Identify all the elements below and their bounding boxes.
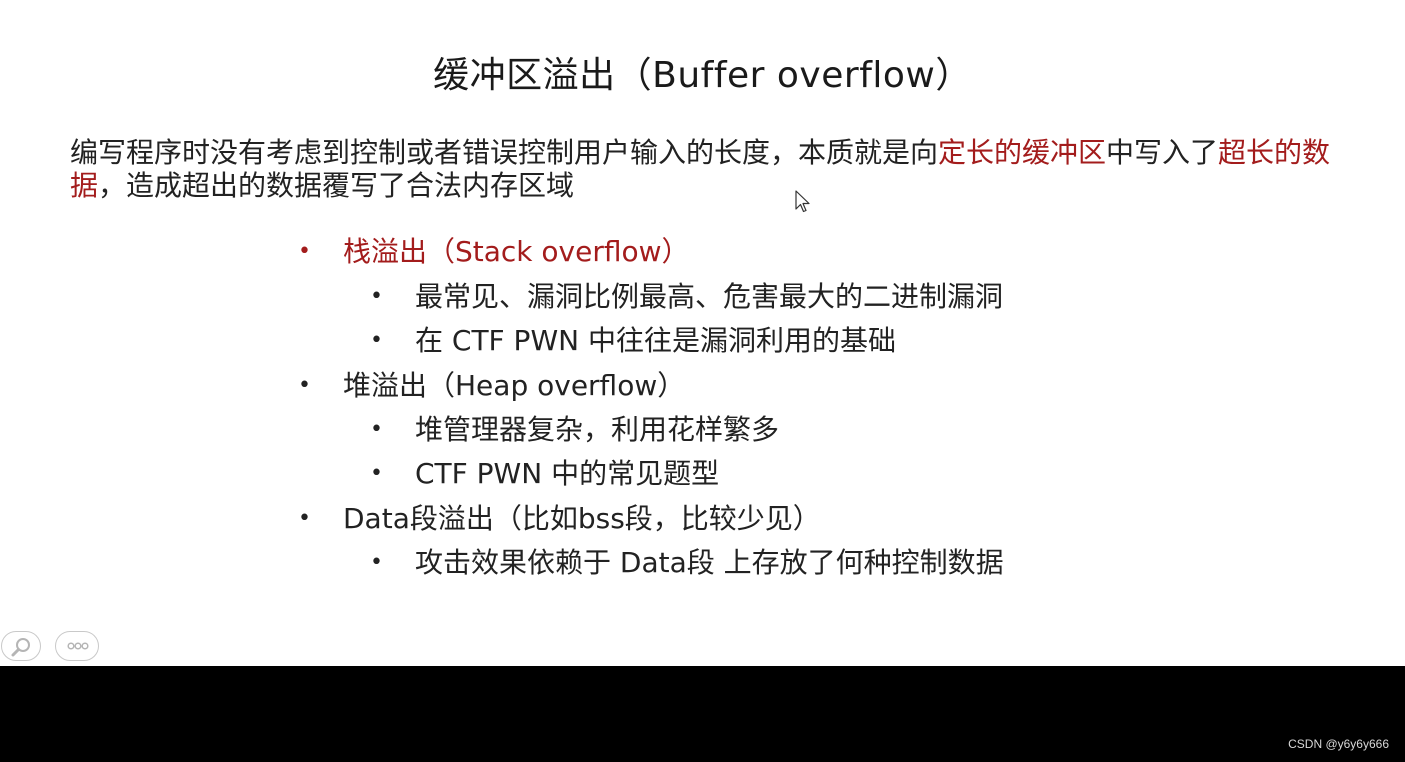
- zoom-button[interactable]: [1, 631, 41, 661]
- bullet-dot: •: [370, 417, 383, 442]
- slide-title: 缓冲区溢出（Buffer overflow）: [433, 55, 972, 96]
- more-dots-icon: [67, 642, 89, 650]
- bullet-dot: •: [370, 328, 383, 353]
- bullet-dot: •: [370, 461, 383, 486]
- bottom-bar: [0, 666, 1405, 762]
- intro-highlight-fixed-buffer: 定长的缓冲区: [938, 136, 1107, 169]
- bullet-data-overflow: • Data段溢出（比如bss段，比较少见）: [298, 497, 821, 537]
- bullet-label: Data段溢出（比如bss段，比较少见）: [343, 502, 821, 535]
- sub-bullet-label: 在 CTF PWN 中往往是漏洞利用的基础: [415, 324, 896, 357]
- sub-bullet-heap-1: • 堆管理器复杂，利用花样繁多: [370, 408, 779, 448]
- intro-text-3: ，造成超出的数据覆写了合法内存区域: [98, 169, 575, 202]
- magnifier-icon: [11, 638, 30, 657]
- more-options-button[interactable]: [55, 631, 99, 661]
- sub-bullet-label: 堆管理器复杂，利用花样繁多: [415, 413, 780, 446]
- watermark: CSDN @y6y6y666: [1288, 737, 1389, 751]
- sub-bullet-stack-1: • 最常见、漏洞比例最高、危害最大的二进制漏洞: [370, 275, 1003, 315]
- bullet-label: 栈溢出（Stack overflow）: [343, 235, 690, 268]
- sub-bullet-stack-2: • 在 CTF PWN 中往往是漏洞利用的基础: [370, 319, 896, 359]
- intro-text-2: 中写入了: [1106, 136, 1219, 169]
- mouse-cursor-icon: [795, 190, 810, 213]
- sub-bullet-label: 攻击效果依赖于 Data段 上存放了何种控制数据: [415, 546, 1004, 579]
- sub-bullet-data-1: • 攻击效果依赖于 Data段 上存放了何种控制数据: [370, 541, 1004, 581]
- bullet-dot: •: [298, 239, 311, 264]
- bullet-dot: •: [298, 506, 311, 531]
- bullet-heap-overflow: • 堆溢出（Heap overflow）: [298, 364, 685, 404]
- slide: 缓冲区溢出（Buffer overflow） 编写程序时没有考虑到控制或者错误控…: [0, 0, 1405, 666]
- intro-text-1: 编写程序时没有考虑到控制或者错误控制用户输入的长度，本质就是向: [70, 136, 939, 169]
- bullet-label: 堆溢出（Heap overflow）: [343, 369, 686, 402]
- bullet-dot: •: [370, 550, 383, 575]
- intro-highlight-long-data: 超长的数据: [70, 136, 1331, 202]
- sub-bullet-heap-2: • CTF PWN 中的常见题型: [370, 452, 719, 492]
- bullet-dot: •: [298, 373, 311, 398]
- bullet-stack-overflow: • 栈溢出（Stack overflow）: [298, 230, 690, 270]
- intro-paragraph: 编写程序时没有考虑到控制或者错误控制用户输入的长度，本质就是向定长的缓冲区中写入…: [70, 136, 1380, 202]
- bullet-dot: •: [370, 284, 383, 309]
- bullet-list: • 栈溢出（Stack overflow） • 最常见、漏洞比例最高、危害最大的二进…: [298, 230, 1004, 581]
- sub-bullet-label: CTF PWN 中的常见题型: [415, 457, 720, 490]
- sub-bullet-label: 最常见、漏洞比例最高、危害最大的二进制漏洞: [415, 280, 1004, 313]
